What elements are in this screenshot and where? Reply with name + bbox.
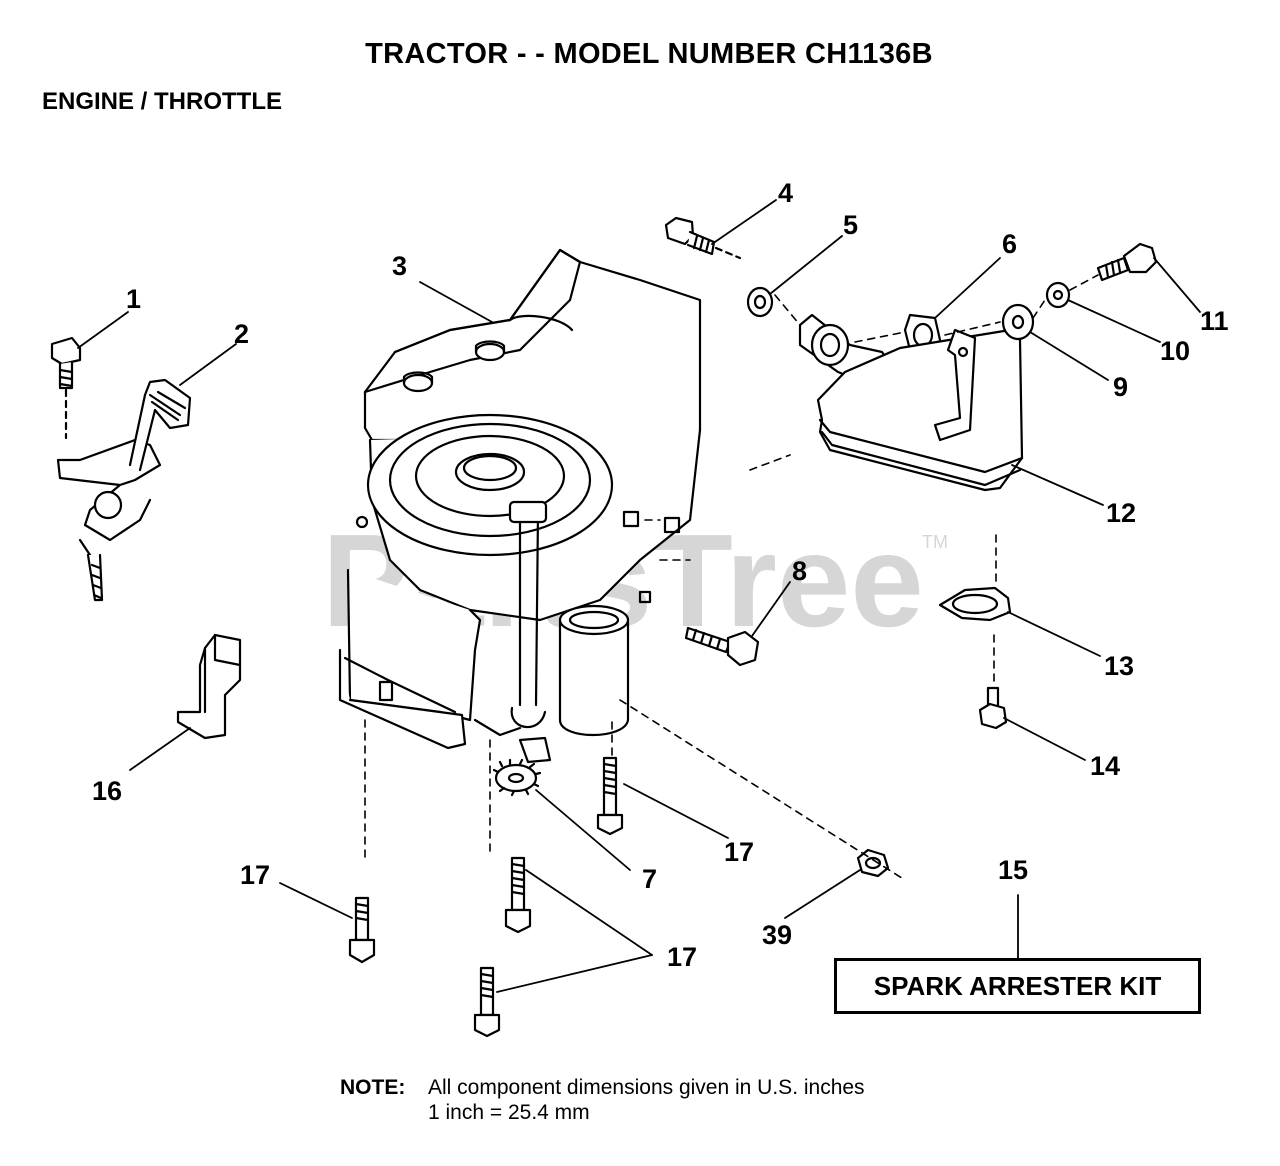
bolt-part-17-left [348,896,376,964]
bolt-part-17-lower [473,966,501,1038]
washer-part-10 [1045,281,1071,309]
callout-16: 16 [92,776,122,806]
lockwasher-part-7 [492,758,542,797]
callout-13: 13 [1104,651,1134,681]
bolt-part-11 [1096,242,1158,282]
bolt-part-17-middle [504,856,532,934]
spark-arrester-kit-box: SPARK ARRESTER KIT [834,958,1201,1014]
callout-11: 11 [1200,306,1229,336]
page-title: TRACTOR - - MODEL NUMBER CH1136B [365,38,933,70]
callout-6: 6 [1002,229,1017,259]
washer-part-9 [1001,303,1035,341]
callout-17-left: 17 [240,860,270,890]
bolt-part-8 [684,626,760,667]
watermark-trademark: TM [922,532,948,552]
bracket-part-16 [176,633,242,740]
callout-4: 4 [778,178,793,208]
dimension-note: NOTE: All component dimensions given in U… [340,1075,865,1125]
callout-5: 5 [843,210,858,240]
section-title: ENGINE / THROTTLE [42,88,282,115]
callout-9: 9 [1113,372,1128,402]
bolt-part-17-upper [596,756,624,836]
callout-8: 8 [792,556,807,586]
callout-12: 12 [1106,498,1136,528]
callout-17-lower: 17 [667,942,697,972]
nut-part-39 [856,848,890,878]
alignment-lines [364,274,1099,881]
engine-part [338,248,702,764]
throttle-control-part [50,336,192,602]
spark-arrester-part-13 [938,586,1012,622]
muffler-part-12 [816,328,1024,492]
note-line-1: All component dimensions given in U.S. i… [428,1076,865,1099]
washer-part-5 [746,286,774,318]
note-line-2: 1 inch = 25.4 mm [428,1101,590,1124]
callout-3: 3 [392,251,407,281]
callout-10: 10 [1160,336,1190,366]
bolt-part-14 [978,686,1008,730]
callout-17-upper: 17 [724,837,754,867]
bolt-part-4 [664,216,742,260]
callout-7: 7 [642,864,657,894]
note-label: NOTE: [340,1076,406,1099]
callout-2: 2 [234,319,249,349]
callout-1: 1 [126,284,141,314]
callout-39: 39 [762,920,792,950]
leader-lines [77,199,1201,993]
callout-15: 15 [998,855,1028,885]
callout-14: 14 [1090,751,1120,781]
callout-labels: 1 2 3 4 5 6 7 8 9 10 11 12 13 14 15 16 1… [92,178,1229,972]
